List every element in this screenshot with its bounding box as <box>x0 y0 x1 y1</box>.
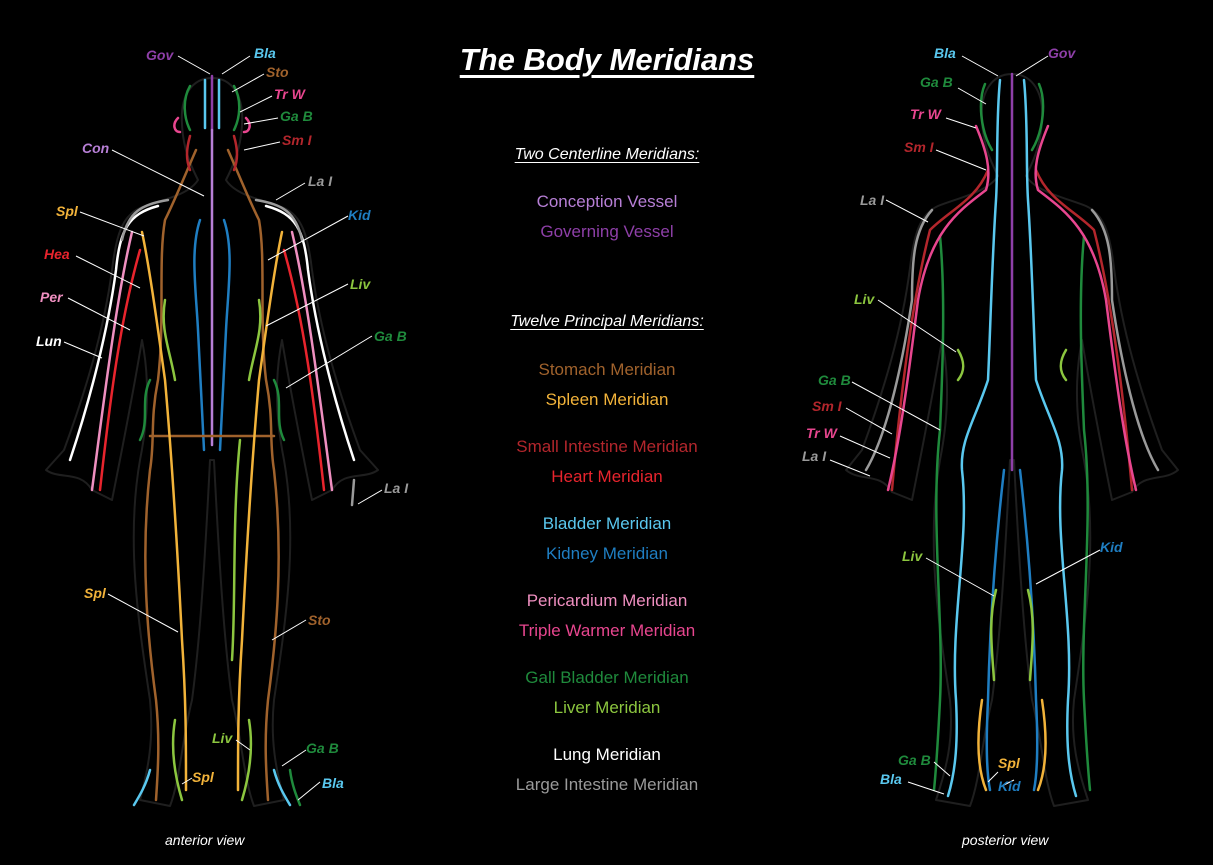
posterior-callout-liv: Liv <box>854 291 875 307</box>
anterior-liv-line <box>162 298 262 802</box>
legend-item-governing-vessel: Governing Vessel <box>540 222 674 241</box>
anterior-view-label: anterior view <box>165 832 245 848</box>
principal-heading: Twelve Principal Meridians: <box>510 313 704 330</box>
posterior-callout-bla: Bla <box>880 771 902 787</box>
anterior-callout-gov: Gov <box>146 47 174 63</box>
anterior-trw-line <box>173 116 251 134</box>
posterior-callout-gab: Ga B <box>920 74 953 90</box>
legend-item-triple-warmer: Triple Warmer Meridian <box>518 621 696 640</box>
legend-item-liver: Liver Meridian <box>553 698 661 717</box>
legend-item-large-intestine: Large Intestine Meridian <box>515 775 699 794</box>
posterior-callout-kid: Kid <box>1100 539 1123 555</box>
anterior-callout-lai: La I <box>308 173 333 189</box>
anterior-callout-liv: Liv <box>350 276 371 292</box>
anterior-callout-spl: Spl <box>56 203 79 219</box>
posterior-callout-trw: Tr W <box>806 425 839 441</box>
anterior-callout-gab: Ga B <box>280 108 313 124</box>
legend-item-kidney: Kidney Meridian <box>546 544 668 563</box>
posterior-callouts: Bla Gov Ga B Tr W Sm I La I Liv Ga B Sm … <box>802 45 1123 794</box>
posterior-trw-line <box>886 124 1138 492</box>
anterior-callouts: Gov Bla Sto Tr W Ga B Sm I Con La I Kid … <box>36 45 409 791</box>
posterior-callout-gab: Ga B <box>818 372 851 388</box>
posterior-callout-kid: Kid <box>998 778 1021 794</box>
anterior-leaders <box>63 55 383 801</box>
legend-item-heart: Heart Meridian <box>551 467 663 486</box>
posterior-leaders <box>829 55 1101 795</box>
anterior-lai-line <box>120 198 356 507</box>
legend-item-stomach: Stomach Meridian <box>538 360 676 379</box>
anterior-callout-bla: Bla <box>322 775 344 791</box>
anterior-body-outline <box>45 77 379 807</box>
posterior-lai-line <box>864 208 1160 472</box>
legend-item-lung: Lung Meridian <box>553 745 661 764</box>
anterior-callout-trw: Tr W <box>274 86 307 102</box>
posterior-callout-gab: Ga B <box>898 752 931 768</box>
posterior-kid-line <box>985 468 1039 792</box>
anterior-bla-line <box>132 78 292 807</box>
anterior-callout-spl: Spl <box>192 769 215 785</box>
anterior-lun-line <box>68 204 356 462</box>
posterior-callout-lai: La I <box>860 192 885 208</box>
posterior-callout-lai: La I <box>802 448 827 464</box>
anterior-callout-smi: Sm I <box>282 132 313 148</box>
legend-item-gall-bladder: Gall Bladder Meridian <box>525 668 689 687</box>
posterior-liv-line <box>956 348 1068 682</box>
anterior-callout-lai: La I <box>384 480 409 496</box>
posterior-callout-bla: Bla <box>934 45 956 61</box>
anterior-callout-con: Con <box>82 140 109 156</box>
posterior-spl-line <box>977 698 1047 792</box>
anterior-per-line <box>90 230 334 492</box>
anterior-smi-line <box>185 134 239 172</box>
anterior-gab-line <box>138 84 302 807</box>
centerline-heading: Two Centerline Meridians: <box>514 146 700 163</box>
anterior-callout-per: Per <box>40 289 64 305</box>
anterior-callout-gab: Ga B <box>374 328 407 344</box>
anterior-callout-liv: Liv <box>212 730 233 746</box>
anterior-spl-line <box>140 230 284 792</box>
posterior-callout-trw: Tr W <box>910 106 943 122</box>
anterior-hea-line <box>98 248 326 492</box>
legend-item-small-intestine: Small Intestine Meridian <box>516 437 698 456</box>
posterior-bla-line <box>946 78 1078 798</box>
legend-item-pericardium: Pericardium Meridian <box>526 591 688 610</box>
posterior-callout-liv: Liv <box>902 548 923 564</box>
legend-item-bladder: Bladder Meridian <box>542 514 672 533</box>
legend-item-conception-vessel: Conception Vessel <box>536 192 678 211</box>
anterior-callout-lun: Lun <box>36 333 62 349</box>
anterior-callout-gab: Ga B <box>306 740 339 756</box>
posterior-callout-spl: Spl <box>998 755 1021 771</box>
posterior-view-label: posterior view <box>962 832 1049 848</box>
anterior-callout-bla: Bla <box>254 45 276 61</box>
posterior-smi-line <box>890 168 1134 492</box>
anterior-callout-kid: Kid <box>348 207 371 223</box>
posterior-gab-line <box>932 82 1092 792</box>
anterior-callout-sto: Sto <box>266 64 289 80</box>
posterior-callout-gov: Gov <box>1048 45 1076 61</box>
anterior-callout-spl: Spl <box>84 585 107 601</box>
posterior-callout-smi: Sm I <box>812 398 843 414</box>
posterior-callout-smi: Sm I <box>904 139 935 155</box>
anterior-callout-hea: Hea <box>44 246 70 262</box>
anterior-kid-line <box>193 218 231 452</box>
anterior-callout-sto: Sto <box>308 612 331 628</box>
legend-item-spleen: Spleen Meridian <box>545 390 669 409</box>
page-title: The Body Meridians <box>459 42 755 77</box>
